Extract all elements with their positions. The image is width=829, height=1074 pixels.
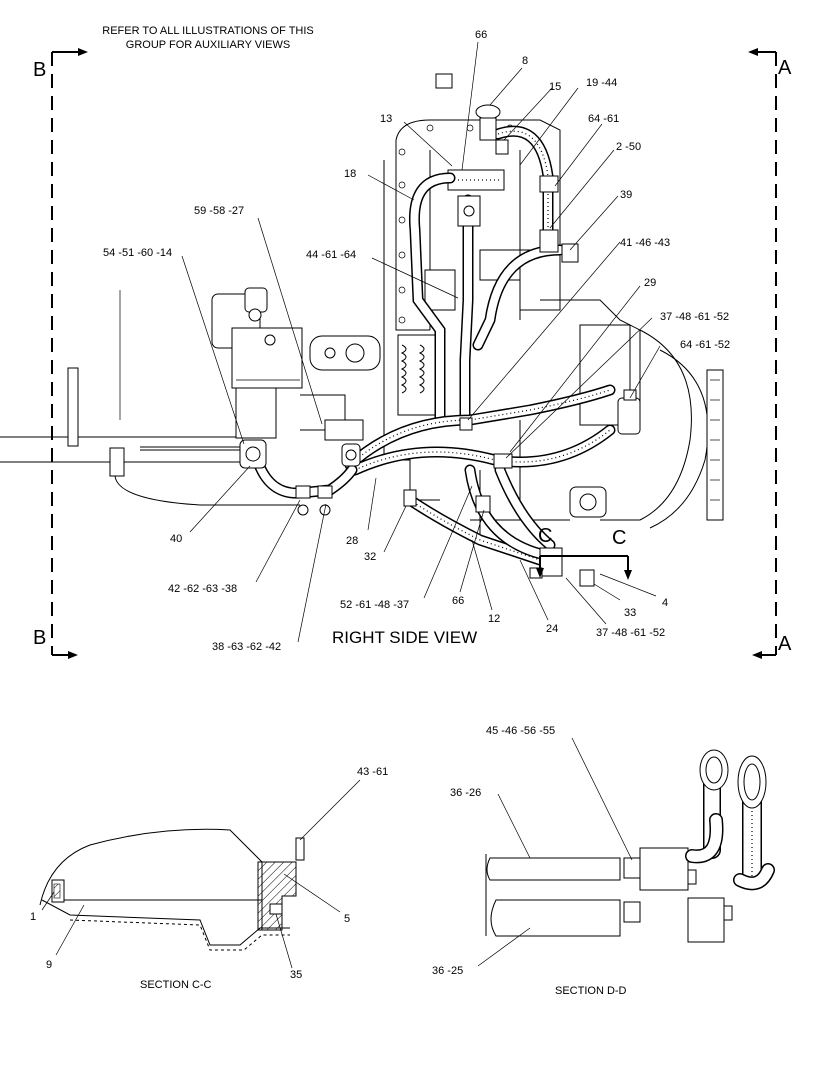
callout-54-51-60-14: 54 -51 -60 -14 — [103, 247, 172, 259]
callout-8: 8 — [522, 55, 528, 67]
callout-4: 4 — [662, 597, 668, 609]
callout-64-61-top: 64 -61 — [588, 113, 619, 125]
section-marker-b-bottom: B — [33, 627, 46, 649]
section-marker-a-top: A — [778, 57, 792, 79]
callout-24: 24 — [546, 623, 558, 635]
callout-12: 12 — [488, 613, 500, 625]
callout-59-58-27: 59 -58 -27 — [194, 205, 244, 217]
section-marker-c-right: C — [612, 527, 626, 549]
callout-28: 28 — [346, 535, 358, 547]
callout-5: 5 — [344, 913, 350, 925]
callouts-right-side-view: 66 8 15 19 -44 13 64 -61 2 -50 18 39 59 … — [103, 29, 730, 653]
callout-66-top: 66 — [475, 29, 487, 41]
fittings — [239, 104, 595, 587]
callout-42-62-63-38: 42 -62 -63 -38 — [168, 583, 237, 595]
callout-39: 39 — [620, 189, 632, 201]
callout-2-50: 2 -50 — [616, 141, 641, 153]
section-line-a — [748, 48, 777, 659]
callout-36-25: 36 -25 — [432, 965, 463, 977]
callout-45-46-56-55: 45 -46 -56 -55 — [486, 725, 555, 737]
callout-36-26: 36 -26 — [450, 787, 481, 799]
section-marker-a-bottom: A — [778, 633, 792, 655]
auxiliary-views-note-line1: REFER TO ALL ILLUSTRATIONS OF THIS — [102, 25, 314, 37]
callout-40: 40 — [170, 533, 182, 545]
callout-52-61-48-37: 52 -61 -48 -37 — [340, 599, 409, 611]
section-dd-drawing — [477, 737, 775, 967]
callout-64-61-52: 64 -61 -52 — [680, 339, 730, 351]
engine-right-side-drawing — [0, 73, 724, 540]
callout-13: 13 — [380, 113, 392, 125]
callout-33: 33 — [624, 607, 636, 619]
section-marker-c-left: C — [538, 525, 552, 547]
auxiliary-views-note-line2: GROUP FOR AUXILIARY VIEWS — [126, 39, 290, 51]
callout-43-61: 43 -61 — [357, 766, 388, 778]
leader-lines — [181, 41, 661, 643]
section-cc-title: SECTION C-C — [140, 979, 212, 991]
callout-37-48-61-52-top: 37 -48 -61 -52 — [660, 311, 729, 323]
section-dd-title: SECTION D-D — [555, 985, 627, 997]
section-line-c — [536, 555, 632, 580]
callout-37-48-61-52-bottom: 37 -48 -61 -52 — [596, 627, 665, 639]
callout-41-46-43: 41 -46 -43 — [620, 237, 670, 249]
callout-19-44: 19 -44 — [586, 77, 617, 89]
section-marker-b-top: B — [33, 59, 46, 81]
callout-29: 29 — [644, 277, 656, 289]
section-cc-drawing — [39, 779, 361, 969]
callout-32: 32 — [364, 551, 376, 563]
callout-18: 18 — [344, 168, 356, 180]
callout-9: 9 — [46, 959, 52, 971]
view-title: RIGHT SIDE VIEW — [332, 628, 477, 647]
callout-38-63-62-42: 38 -63 -62 -42 — [212, 641, 281, 653]
callout-44-61-64: 44 -61 -64 — [306, 249, 356, 261]
callout-35: 35 — [290, 969, 302, 981]
callout-1: 1 — [30, 911, 36, 923]
section-line-b — [51, 48, 88, 659]
callout-15: 15 — [549, 81, 561, 93]
callout-66-bottom: 66 — [452, 595, 464, 607]
